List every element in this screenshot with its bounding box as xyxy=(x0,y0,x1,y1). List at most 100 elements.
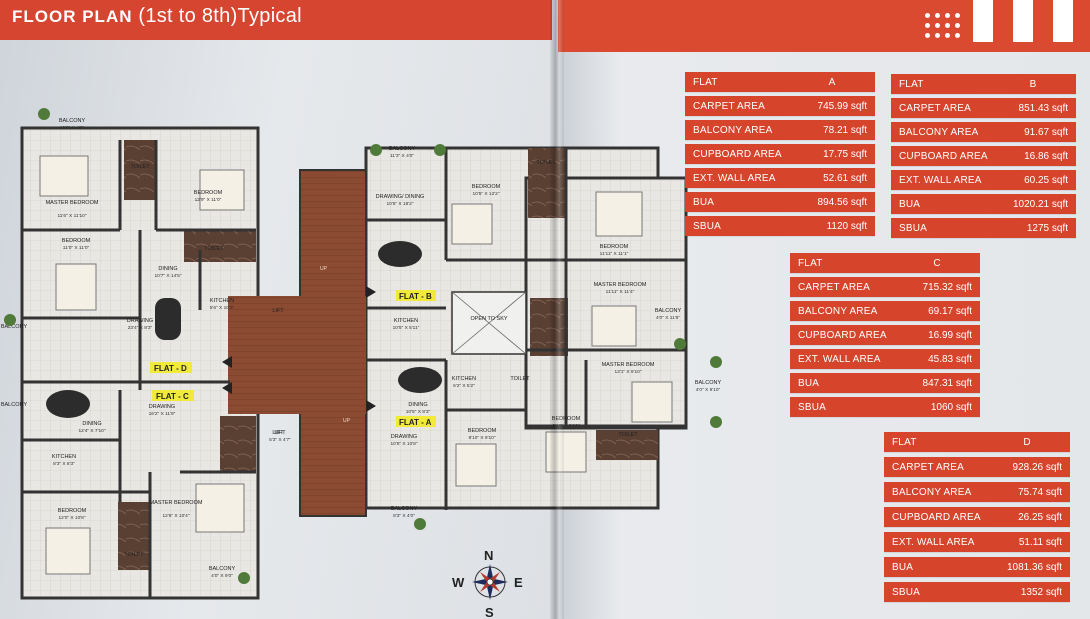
table-row: CARPET AREA 745.99 sqft xyxy=(685,96,875,116)
room-dim: 9'10" X 9'10" xyxy=(468,435,495,441)
row-label: CUPBOARD AREA xyxy=(899,150,988,162)
room-label: BEDROOM xyxy=(472,184,501,190)
decor-bar xyxy=(1013,0,1033,42)
room-label: DRAWING xyxy=(391,434,417,440)
decor-bar xyxy=(973,0,993,42)
flat-id: C xyxy=(933,257,941,269)
room-label: BALCONY xyxy=(59,118,86,124)
row-label: BALCONY AREA xyxy=(892,486,972,498)
row-value: 75.74 sqft xyxy=(1018,486,1062,498)
room-label: KITCHEN xyxy=(452,376,476,382)
row-label: SBUA xyxy=(892,586,921,598)
row-value: 52.61 sqft xyxy=(823,172,867,184)
room-label: TOILET xyxy=(618,432,638,438)
room-label: BALCONY xyxy=(391,506,418,512)
decor-bar xyxy=(1053,0,1073,42)
room-dim: 11'6" X 11'10" xyxy=(57,213,86,219)
room-dim: 4'0" X 9'0" xyxy=(211,573,233,579)
stair-label: UP xyxy=(320,266,328,272)
row-value: 17.75 sqft xyxy=(823,148,867,160)
right-banner xyxy=(558,0,1090,52)
room-label: OPEN TO SKY xyxy=(470,316,507,322)
row-value: 1352 sqft xyxy=(1020,586,1062,598)
row-value: 78.21 sqft xyxy=(823,124,867,136)
page-fold xyxy=(550,0,564,619)
room-label: DINING xyxy=(158,266,177,272)
flat-id: B xyxy=(1029,78,1037,90)
room-dim: 11'11" X 11'4" xyxy=(606,289,635,295)
row-label: CARPET AREA xyxy=(693,100,766,112)
room-label: KITCHEN xyxy=(394,318,418,324)
room-dim: 11'11" X 11'1" xyxy=(600,251,629,257)
room-label: LIFT xyxy=(272,430,284,436)
row-value: 45.83 sqft xyxy=(928,353,972,365)
room-dim: 16'2" X 11'9" xyxy=(149,411,176,417)
room-label: MASTER BEDROOM xyxy=(594,282,647,288)
table-header-label: FLAT xyxy=(892,436,917,448)
compass-south: S xyxy=(485,605,494,619)
room-label: BALCONY xyxy=(655,308,682,314)
row-value: 1060 sqft xyxy=(930,401,972,413)
table-row: BALCONY AREA 75.74 sqft xyxy=(884,482,1070,502)
room-dim: 12'9" X 11'0" xyxy=(195,197,222,203)
row-value: 91.67 sqft xyxy=(1024,126,1068,138)
row-value: 745.99 sqft xyxy=(817,100,867,112)
room-dim: 5'6" X 10'3" xyxy=(210,305,235,311)
room-dim: 9'10" X 9'10" xyxy=(552,423,579,429)
room-dim: 11'3" X 4'0" xyxy=(390,153,414,159)
room-label: DRAWING/ DINING xyxy=(376,194,425,200)
room-label: DRAWING xyxy=(149,404,175,410)
room-label: DINING xyxy=(408,402,427,408)
row-label: BALCONY AREA xyxy=(798,305,878,317)
room-dim: 6'2" X 5'2" xyxy=(453,383,475,389)
room-label: MASTER BEDROOM xyxy=(46,200,99,206)
room-dim: 10'0" X 4'0" xyxy=(60,125,85,131)
flat-tag: FLAT - C xyxy=(156,392,189,401)
row-label: CUPBOARD AREA xyxy=(693,148,782,160)
page-title: FLOOR PLAN (1st to 8th)Typical xyxy=(12,5,302,28)
room-dim: 12'4" X 7'10" xyxy=(78,428,105,434)
table-row: BALCONY AREA 78.21 sqft xyxy=(685,120,875,140)
row-value: 1275 sqft xyxy=(1026,222,1068,234)
room-label: LIFT xyxy=(272,308,284,314)
row-value: 16.99 sqft xyxy=(928,329,972,341)
table-header: FLAT B xyxy=(891,74,1076,94)
room-label: KITCHEN xyxy=(52,454,76,460)
room-label: TOILET xyxy=(510,376,530,382)
flat-tag: FLAT - A xyxy=(399,418,432,427)
row-value: 51.11 sqft xyxy=(1018,536,1062,548)
row-value: 26.25 sqft xyxy=(1018,511,1062,523)
room-dim: 23'4" X 8'3" xyxy=(128,325,153,331)
row-label: BALCONY AREA xyxy=(693,124,773,136)
row-value: 928.26 sqft xyxy=(1012,461,1062,473)
row-label: CUPBOARD AREA xyxy=(798,329,887,341)
room-label: BEDROOM xyxy=(194,190,223,196)
room-label: BALCONY xyxy=(389,146,416,152)
table-row: CUPBOARD AREA 16.99 sqft xyxy=(790,325,980,345)
room-label: BALCONY xyxy=(1,402,28,408)
room-dim: 4'0" X 11'6" xyxy=(656,315,680,321)
row-value: 847.31 sqft xyxy=(922,377,972,389)
table-header: FLAT A xyxy=(685,72,875,92)
room-label: DRAWING xyxy=(127,318,153,324)
room-dim: 8'3" X 8'3" xyxy=(53,461,75,467)
room-label: TOILET xyxy=(130,164,150,170)
row-value: 1120 sqft xyxy=(826,220,867,232)
room-label: KITCHEN xyxy=(210,298,234,304)
room-dim: 10'5" X 12'2" xyxy=(472,191,499,197)
row-label: SBUA xyxy=(899,222,928,234)
room-dim: 10'5" X 5'11" xyxy=(393,325,420,331)
row-label: CUPBOARD AREA xyxy=(892,511,981,523)
row-label: BUA xyxy=(798,377,820,389)
flat-tag: FLAT - D xyxy=(154,364,187,373)
flat-id: A xyxy=(828,76,836,88)
